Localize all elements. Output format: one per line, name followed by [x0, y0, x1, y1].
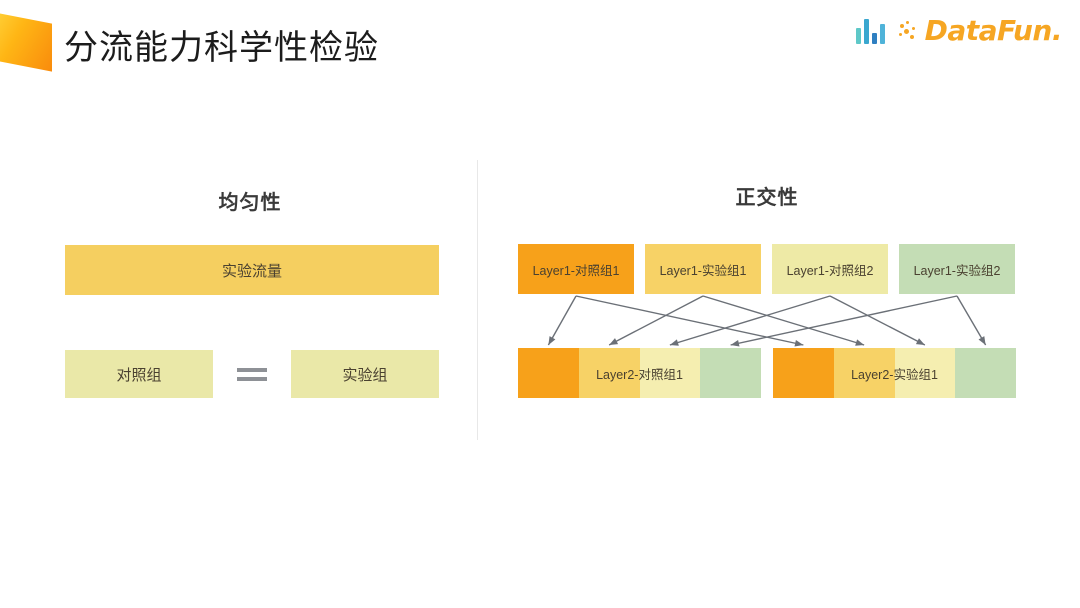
mapping-arrow-line: [702, 295, 865, 346]
brand-wordmark: DataFun.: [924, 14, 1063, 47]
scatter-dots-icon: [898, 20, 919, 42]
layer2-segment-2: [578, 348, 640, 398]
layer2-segment-3: [639, 348, 701, 398]
page-title: 分流能力科学性检验: [64, 29, 379, 67]
mapping-arrow-head: [794, 339, 804, 347]
control-group-label: 对照组: [116, 366, 162, 384]
mapping-arrow-line: [575, 295, 804, 346]
left-panel-title: 均匀性: [218, 192, 282, 214]
layer2-segment-1: [518, 348, 579, 398]
mapping-arrow-line: [956, 295, 987, 346]
mapping-arrow-line: [829, 295, 926, 346]
panel-divider: [477, 160, 478, 440]
experiment-traffic-label: 实验流量: [221, 262, 282, 280]
mapping-arrow-line: [730, 295, 958, 346]
layer1-bucket-4: Layer1-实验组2: [899, 244, 1015, 294]
layer2-segment-1: [773, 348, 834, 398]
layer1-bucket-2: Layer1-实验组1: [645, 244, 761, 294]
bar-chart-icon: [855, 18, 885, 44]
treatment-group-label: 实验组: [342, 366, 388, 384]
layer2-segment-4: [955, 348, 1016, 398]
mapping-arrow-head: [609, 338, 619, 345]
mapping-arrow-line: [547, 295, 577, 346]
layer2-bucket-1: Layer2-对照组1: [518, 348, 761, 398]
mapping-arrow-head: [730, 339, 740, 347]
layer2-bucket-2: Layer2-实验组1: [773, 348, 1016, 398]
orange-parallelogram-mark: [0, 12, 52, 72]
slide-header: 分流能力科学性检验 DataFun.: [0, 0, 1080, 92]
mapping-arrow-head: [978, 336, 986, 345]
treatment-group-box: 实验组: [291, 350, 439, 398]
layer1-bucket-label: Layer1-对照组1: [532, 263, 620, 278]
layer1-bucket-row: Layer1-对照组1 Layer1-实验组1 Layer1-对照组2 Layer1-…: [518, 244, 1016, 294]
mapping-arrow-head: [915, 338, 925, 345]
equals-icon: [228, 350, 276, 398]
mapping-arrow-line: [608, 295, 704, 346]
layer2-segment-2: [833, 348, 895, 398]
mapping-arrow-head: [855, 339, 865, 346]
control-group-box: 对照组: [65, 350, 213, 398]
layer1-bucket-label: Layer1-实验组1: [659, 263, 747, 278]
layer1-bucket-label: Layer1-实验组2: [913, 263, 1001, 278]
mapping-arrow-head: [548, 336, 556, 345]
layer1-bucket-1: Layer1-对照组1: [518, 244, 634, 294]
mapping-arrow-head: [669, 339, 679, 346]
layer1-bucket-label: Layer1-对照组2: [786, 263, 874, 278]
layer1-bucket-3: Layer1-对照组2: [772, 244, 888, 294]
layer2-segment-3: [894, 348, 956, 398]
experiment-traffic-bar: 实验流量: [65, 245, 439, 295]
right-panel-title: 正交性: [735, 187, 799, 209]
mapping-arrow-line: [669, 295, 831, 346]
layer2-segment-4: [700, 348, 761, 398]
brand-logo: DataFun.: [855, 14, 1063, 48]
